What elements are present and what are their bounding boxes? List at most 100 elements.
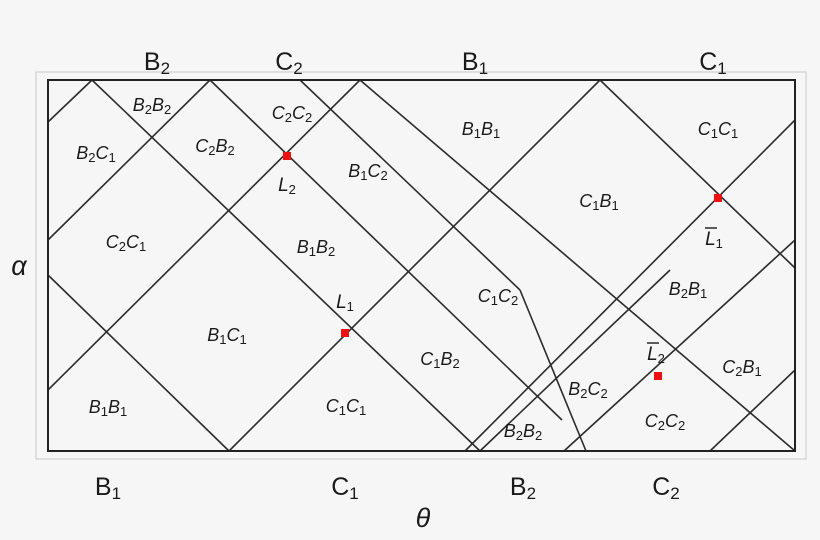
region-index-1: 1 (711, 126, 718, 141)
tick-sub: 2 (161, 59, 170, 78)
region-letter-2: C (96, 143, 110, 163)
region-index-1: 2 (516, 428, 523, 443)
region-letter-1: C (645, 411, 659, 431)
region-letter-2: B (688, 279, 700, 299)
region-index-1: 1 (592, 198, 599, 213)
region-letter-2: C (588, 379, 602, 399)
region-letter-2: C (292, 103, 306, 123)
top-tick-label: B1 (462, 48, 488, 79)
region-letter-2: B (440, 349, 452, 369)
region-index-2: 2 (601, 386, 608, 401)
region-label: C1C1 (698, 119, 738, 142)
region-label: B1C1 (207, 325, 246, 348)
bottom-tick-label: B2 (510, 473, 536, 504)
point-label-base: L (705, 229, 716, 250)
region-letter-2: B (316, 237, 328, 257)
region-label: C2B2 (195, 136, 234, 159)
diagonal-line (91, 79, 481, 452)
region-index-1: 2 (119, 239, 126, 254)
region-letter-1: B (133, 95, 145, 115)
point-label-sub: 2 (658, 351, 665, 366)
top-tick-label: C1 (699, 48, 727, 79)
region-letter-2: C (718, 119, 732, 139)
region-letter-1: C (420, 349, 434, 369)
region-index-1: 2 (681, 286, 688, 301)
region-letter-1: B (76, 143, 88, 163)
region-index-2: 1 (731, 126, 738, 141)
region-index-2: 2 (328, 244, 335, 259)
diagonal-line (47, 274, 230, 452)
point-label-sub: 1 (347, 299, 354, 314)
region-index-2: 1 (700, 286, 707, 301)
region-label: C2C2 (272, 103, 312, 126)
region-index-1: 1 (339, 403, 346, 418)
region-label: B2B1 (669, 279, 708, 302)
region-index-2: 1 (120, 404, 127, 419)
region-index-1: 1 (309, 244, 316, 259)
diagonal-line (599, 79, 796, 269)
diagonal-line (47, 79, 361, 391)
region-index-2: 1 (612, 198, 619, 213)
region-label: B2C1 (76, 143, 115, 166)
region-index-1: 2 (285, 110, 292, 125)
point-label: L1 (336, 292, 354, 314)
tick-base: B (95, 473, 112, 501)
region-label: B2B2 (504, 421, 543, 444)
region-index-1: 1 (219, 332, 226, 347)
region-letter-2: B (481, 119, 493, 139)
diagonal-line (299, 79, 521, 291)
bottom-tick-label: C1 (331, 473, 359, 504)
diagonal-line (519, 289, 587, 452)
point-label-sub: 2 (289, 182, 296, 197)
point-label-base: L (647, 344, 658, 365)
region-index-1: 1 (474, 126, 481, 141)
region-index-2: 2 (381, 168, 388, 183)
region-letter-2: C (227, 325, 241, 345)
region-index-1: 1 (433, 356, 440, 371)
diagonal-line (479, 269, 671, 452)
region-letter-1: B (348, 161, 360, 181)
region-letter-1: C (698, 119, 712, 139)
diagonal-lines (47, 79, 796, 452)
y-axis-symbol: α (11, 251, 28, 281)
region-letter-2: B (599, 191, 611, 211)
region-index-1: 1 (101, 404, 108, 419)
tick-sub: 1 (717, 59, 726, 78)
intersection-point (714, 194, 722, 202)
region-index-1: 2 (735, 364, 742, 379)
region-letter-1: C (579, 191, 593, 211)
region-letter-2: C (665, 411, 679, 431)
tick-base: C (699, 48, 717, 76)
x-axis-symbol: θ (416, 503, 431, 533)
region-index-2: 2 (305, 110, 312, 125)
tick-sub: 1 (479, 59, 488, 78)
frame (47, 79, 796, 452)
region-label: C1C2 (478, 286, 518, 309)
region-label: B2C2 (568, 379, 607, 402)
region-index-1: 2 (580, 386, 587, 401)
point-label-base: L (336, 292, 347, 313)
tick-base: C (275, 48, 293, 76)
region-letter-2: C (368, 161, 382, 181)
region-letter-2: B (152, 95, 164, 115)
point-label: L2 (278, 175, 296, 197)
region-letter-1: B (207, 325, 219, 345)
region-letter-1: B (504, 421, 516, 441)
region-letter-1: C (272, 103, 286, 123)
diagonal-line (209, 79, 563, 421)
region-label: C2B1 (722, 357, 761, 380)
region-index-2: 1 (139, 239, 146, 254)
region-letter-2: B (742, 357, 754, 377)
top-tick-label: C2 (275, 48, 303, 79)
region-label: C2C2 (645, 411, 685, 434)
region-label: B1C2 (348, 161, 387, 184)
region-letter-1: C (326, 396, 340, 416)
region-index-2: 2 (453, 356, 460, 371)
region-letter-2: C (346, 396, 360, 416)
tick-sub: 2 (670, 484, 679, 503)
region-label: B1B1 (462, 119, 501, 142)
region-label: B1B2 (297, 237, 336, 260)
